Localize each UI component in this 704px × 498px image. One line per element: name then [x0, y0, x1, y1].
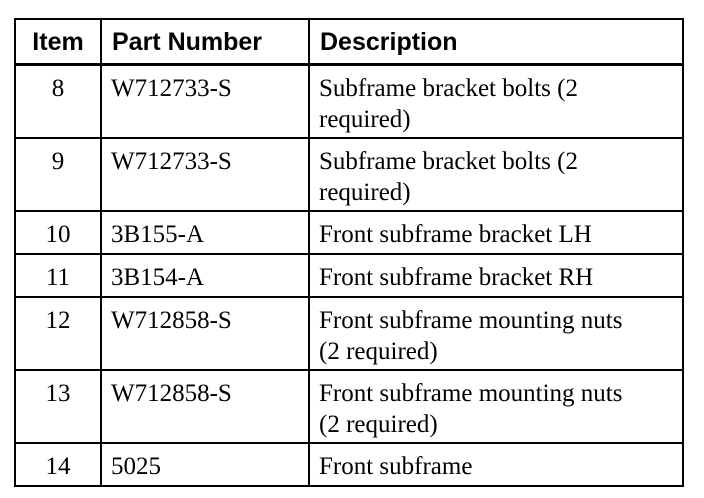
column-header-item: Item	[14, 18, 102, 66]
description-line: required)	[319, 179, 411, 206]
table-header-row: Item Part Number Description	[14, 18, 684, 66]
cell-part-number: 5025	[100, 442, 310, 487]
cell-item: 13	[14, 369, 102, 444]
cell-item: 10	[14, 210, 102, 255]
description-line: Front subframe bracket LH	[319, 221, 592, 248]
description-line: Subframe bracket bolts (2	[319, 75, 578, 102]
cell-description: Front subframe	[308, 442, 684, 487]
cell-item: 12	[14, 296, 102, 371]
cell-part-number: 3B154-A	[100, 253, 310, 298]
cell-part-number: W712858-S	[100, 369, 310, 444]
cell-item: 8	[14, 63, 102, 139]
cell-description: Front subframe mounting nuts (2 required)	[308, 369, 684, 444]
cell-item: 14	[14, 442, 102, 487]
column-header-description: Description	[308, 18, 684, 66]
cell-description: Subframe bracket bolts (2 required)	[308, 137, 684, 212]
description-line: Front subframe bracket RH	[319, 264, 594, 291]
cell-item: 11	[14, 253, 102, 298]
cell-item: 9	[14, 137, 102, 212]
description-line: Front subframe	[319, 453, 473, 480]
description-line: Subframe bracket bolts (2	[319, 148, 578, 175]
cell-description: Subframe bracket bolts (2 required)	[308, 63, 684, 139]
description-line: (2 required)	[319, 411, 438, 438]
description-line: Front subframe mounting nuts	[319, 307, 623, 334]
description-line: (2 required)	[319, 338, 438, 365]
cell-description: Front subframe bracket LH	[308, 210, 684, 255]
cell-part-number: W712733-S	[100, 63, 310, 139]
cell-part-number: W712733-S	[100, 137, 310, 212]
description-line: Front subframe mounting nuts	[319, 380, 623, 407]
table-header: Item Part Number Description	[14, 18, 684, 66]
cell-part-number: 3B155-A	[100, 210, 310, 255]
cell-part-number: W712858-S	[100, 296, 310, 371]
description-line: required)	[319, 106, 411, 133]
cell-description: Front subframe mounting nuts (2 required)	[308, 296, 684, 371]
column-header-part-number: Part Number	[100, 18, 310, 66]
cell-description: Front subframe bracket RH	[308, 253, 684, 298]
